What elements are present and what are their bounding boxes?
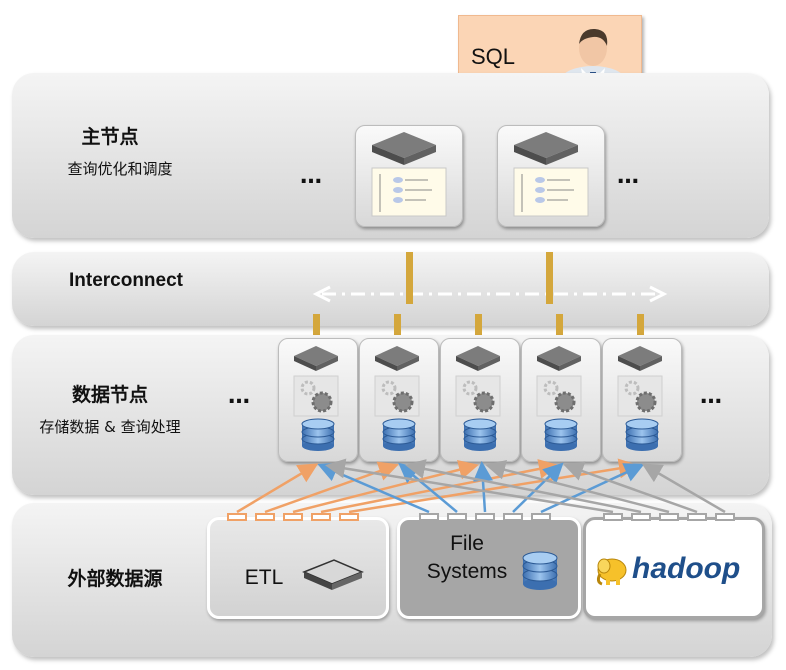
server-icon-master-2 bbox=[514, 132, 578, 165]
data-ellipsis-right: … bbox=[700, 384, 724, 409]
interconnect-title: Interconnect bbox=[68, 270, 184, 291]
link-bars bbox=[313, 252, 644, 338]
etl-connectors bbox=[227, 513, 359, 521]
hadoop-elephant-icon bbox=[596, 558, 627, 586]
hadoop-connectors bbox=[603, 513, 735, 521]
interconnect-dashed-arrow bbox=[312, 285, 668, 303]
master-ellipsis-right: … bbox=[617, 164, 641, 189]
schema-diagram-master-1 bbox=[371, 167, 447, 217]
fs-database-icon bbox=[522, 551, 558, 590]
hadoop-arrows bbox=[325, 458, 726, 514]
schema-diagram-master-2 bbox=[513, 167, 589, 217]
data-subtitle: 存储数据 & 查询处理 bbox=[39, 418, 181, 436]
external-title: 外部数据源 bbox=[67, 568, 163, 590]
fs-label: File Systems bbox=[426, 532, 508, 583]
interconnect-tier bbox=[12, 252, 769, 326]
fs-connectors bbox=[419, 513, 551, 521]
sql-label: SQL bbox=[471, 44, 516, 69]
master-subtitle: 查询优化和调度 bbox=[67, 160, 173, 178]
etl-label: ETL bbox=[244, 566, 284, 589]
hadoop-logo-text: hadoop bbox=[632, 552, 741, 585]
master-title: 主节点 bbox=[81, 126, 139, 148]
server-icon-master-1 bbox=[372, 132, 436, 165]
data-ellipsis-left: … bbox=[228, 384, 252, 409]
etl-server-icon bbox=[302, 559, 364, 590]
master-ellipsis-left: … bbox=[300, 164, 324, 189]
data-title: 数据节点 bbox=[71, 384, 148, 406]
